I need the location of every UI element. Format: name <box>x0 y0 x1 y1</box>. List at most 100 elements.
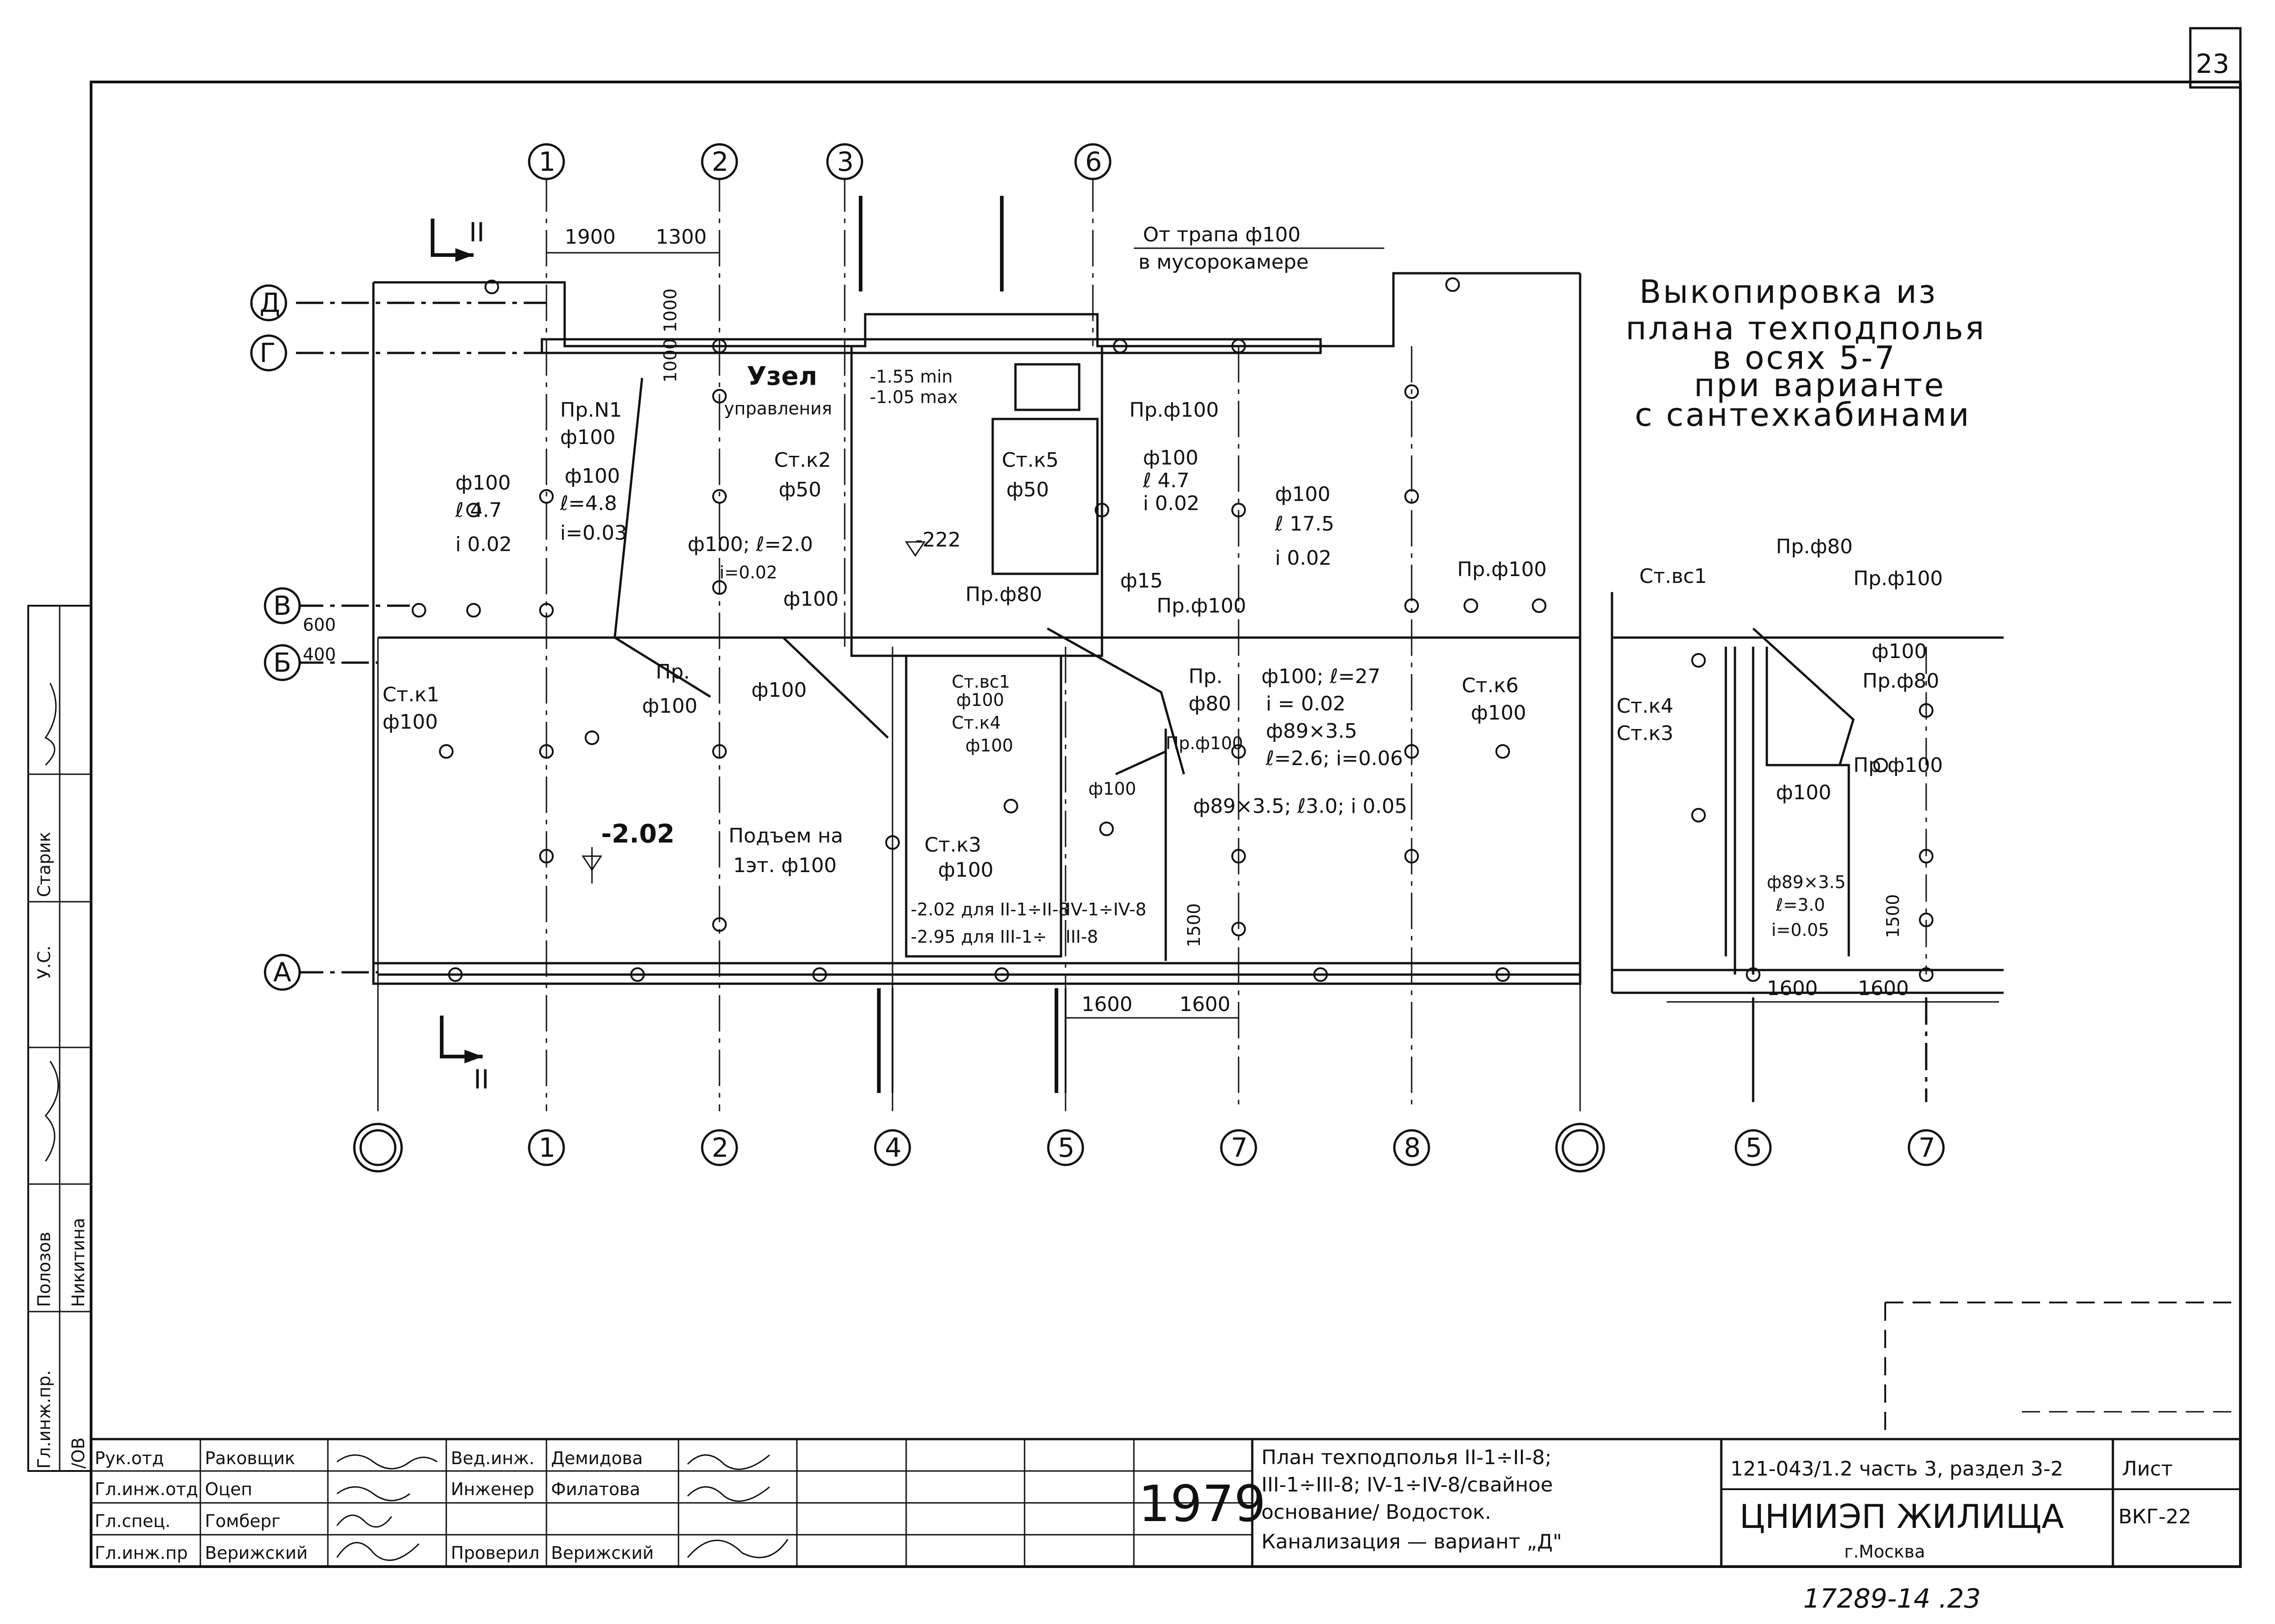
dim-1500: 1500 <box>1184 903 1204 947</box>
tb-name2-2: Филатова <box>551 1479 640 1499</box>
label-elev222: -222 <box>915 528 961 552</box>
label-f100g: ф100 <box>956 690 1004 710</box>
inset-prf80: Пр.ф80 <box>1776 535 1853 558</box>
tb-role-4: Гл.инж.пр <box>95 1543 188 1563</box>
axis-top-2: 2 <box>712 146 729 177</box>
label-pr-f100-b: Пр.ф100 <box>1157 594 1246 618</box>
label-f100-l27: ф100; ℓ=27 <box>1261 665 1380 688</box>
section-mark-top: II <box>469 217 485 248</box>
label-f100e: ф100 <box>751 679 807 702</box>
label-f100f: ф100 <box>383 710 438 734</box>
elevation-marker-2 <box>905 541 926 557</box>
inset-f100b: ф100 <box>1776 781 1831 804</box>
inset-dim-1600b: 1600 <box>1858 977 1909 1000</box>
label-stk1: Ст.к1 <box>383 683 439 706</box>
label-l48: ℓ=4.8 <box>560 492 617 515</box>
inset-f89: ф89×3.5 <box>1767 872 1846 892</box>
label-pr-f100-a: Пр.ф100 <box>1129 398 1219 422</box>
archive-number: 17289-14 .23 <box>1803 1583 1981 1614</box>
label-f100k: ф100 <box>938 858 994 882</box>
label-f50b: ф50 <box>1006 478 1049 501</box>
elevation-marker-1 <box>582 847 602 883</box>
tb-role-2: Гл.инж.отд <box>95 1479 198 1499</box>
dim-1300: 1300 <box>656 225 707 249</box>
axis-row-v: В <box>273 590 291 621</box>
dim-1600a: 1600 <box>1081 993 1132 1016</box>
note-line-4: при варианте <box>1694 367 1946 404</box>
label-f100-mid: ф100 <box>783 587 839 611</box>
label-f100i: ф100 <box>1471 701 1526 725</box>
inset-labels: Ст.вс1 Пр.ф80 Пр.ф100 ф100 Пр.ф80 Ст.к4 … <box>1617 535 1943 1000</box>
inset-stvc1: Ст.вс1 <box>1639 565 1707 588</box>
tb-title-2: III-1÷III-8; IV-1÷IV-8/свайное <box>1261 1473 1553 1496</box>
label-trap2: в мусорокамере <box>1138 250 1309 274</box>
inset-l30: ℓ=3.0 <box>1775 895 1825 915</box>
dim-1000a: 1000 <box>660 288 680 332</box>
tb-project-code: 121-043/1.2 часть 3, раздел 3-2 <box>1730 1457 2063 1481</box>
label-pr-f100-d: Пр.ф100 <box>1166 733 1243 753</box>
label-elev202: -2.02 <box>601 819 674 849</box>
axis-bot-7: 7 <box>1231 1132 1248 1163</box>
label-i002d: i=0.02 <box>719 562 777 582</box>
label-i002c: i 0.02 <box>1275 546 1331 570</box>
inset-prf100: Пр.ф100 <box>1853 567 1943 590</box>
plan-labels: От трапа ф100 в мусорокамере Узел управл… <box>383 223 1547 947</box>
axis-bot-4: 4 <box>885 1132 902 1163</box>
label-l26: ℓ=2.6; i=0.06 <box>1265 747 1403 770</box>
label-uzel1: Узел <box>747 362 817 391</box>
tb-name2-4: Верижский <box>551 1543 654 1563</box>
inset-plan <box>1611 592 2004 1102</box>
tb-sheet-label: Лист <box>2122 1457 2173 1481</box>
pile-circles <box>412 277 1546 982</box>
label-uzel2: управления <box>724 398 832 419</box>
label-i002e: i = 0.02 <box>1266 692 1346 715</box>
stamp-text-6: /ОВ <box>68 1437 88 1469</box>
axis-bot-8: 8 <box>1404 1132 1421 1163</box>
dim-400: 400 <box>303 644 336 664</box>
inset-i005: i=0.05 <box>1771 920 1829 940</box>
label-i002b: i 0.02 <box>1143 492 1199 515</box>
label-f100-l20: ф100; ℓ=2.0 <box>688 533 813 556</box>
label-l47b: ℓ 4.7 <box>1143 469 1189 492</box>
axis-br-5: 5 <box>1745 1132 1762 1163</box>
dim-600: 600 <box>303 615 336 635</box>
tb-name-4: Верижский <box>205 1543 308 1563</box>
note-block: Выкопировка из плана техподполья в осях … <box>1626 273 1984 434</box>
tb-year: 1979 <box>1138 1475 1266 1533</box>
inset-stk3: Ст.к3 <box>1617 722 1673 745</box>
tb-role2-4: Проверил <box>451 1543 540 1563</box>
label-elev-b: -2.95 для III-1÷ <box>911 927 1047 947</box>
inset-f100: ф100 <box>1872 640 1927 663</box>
label-f100-l47: ф100 <box>455 471 511 495</box>
label-pr-f80: Пр.ф80 <box>965 583 1042 606</box>
inset-dim-1500: 1500 <box>1883 894 1903 938</box>
label-pr-n1: Пр.N1 <box>560 398 622 422</box>
dimensions: 1900 1300 1000 1000 600 400 1500 1600 16… <box>303 225 1239 1019</box>
label-stk5: Ст.к5 <box>1002 449 1059 472</box>
label-l175: ℓ 17.5 <box>1275 512 1334 536</box>
main-plan <box>296 175 1581 1111</box>
inset-prf100b: Пр.ф100 <box>1853 754 1943 777</box>
label-f80: ф80 <box>1189 692 1231 715</box>
inset-prf80b: Пр.ф80 <box>1862 669 1939 693</box>
tb-name-3: Гомберг <box>205 1511 281 1531</box>
label-elev2: -1.05 max <box>870 387 958 407</box>
label-elev-c: IV-1÷IV-8 <box>1066 899 1147 919</box>
section-mark-bottom: II <box>474 1064 489 1095</box>
axis-top-6: 6 <box>1085 146 1102 177</box>
axis-br-7: 7 <box>1918 1132 1935 1163</box>
stamp-text-5: Старик <box>34 832 54 897</box>
stamp-text-1: Гл.инж.пр. <box>34 1370 54 1469</box>
label-i003: i=0.03 <box>560 521 627 545</box>
label-f100c: ф100 <box>1275 483 1331 506</box>
label-f100-l48: ф100 <box>565 465 620 488</box>
signatures <box>336 1454 789 1561</box>
axis-bubbles <box>250 143 1945 1173</box>
axis-labels: 1 2 3 6 Д Г В Б А 1 2 4 5 7 8 5 7 <box>260 146 1935 1163</box>
label-f15: ф15 <box>1120 569 1163 592</box>
tb-name-1: Раковщик <box>205 1448 295 1468</box>
axis-row-g: Г <box>260 337 275 368</box>
label-podem1: Подъем на <box>729 824 843 848</box>
label-f100j: ф100 <box>1088 779 1136 799</box>
stamp-text-3: Никитина <box>68 1218 88 1307</box>
